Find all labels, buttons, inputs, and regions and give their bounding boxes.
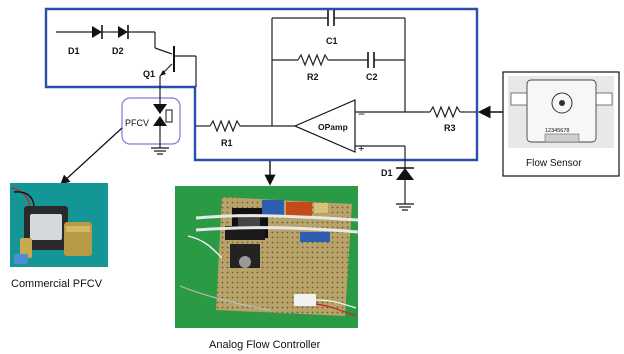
arrow-pfcv-to-photo	[60, 127, 123, 185]
opamp	[293, 99, 405, 153]
label-q1: Q1	[143, 69, 155, 79]
flow-sensor-panel	[502, 71, 620, 177]
pfcv-box	[121, 97, 181, 145]
transistor-q1	[154, 32, 196, 96]
resistor-r3	[405, 105, 476, 119]
label-minus: −	[358, 107, 365, 121]
diode-d1-bottom	[396, 146, 414, 211]
label-c2: C2	[366, 72, 378, 82]
label-d2: D2	[112, 46, 124, 56]
label-d1-bottom: D1	[381, 168, 393, 178]
label-plus: +	[358, 143, 364, 155]
caption-commercial-pfcv: Commercial PFCV	[11, 278, 103, 290]
resistor-r1	[196, 119, 295, 133]
diode-d1-top	[56, 25, 103, 39]
caption-analog-flow-controller: Analog Flow Controller	[209, 339, 321, 351]
pfcv-valve-symbol	[151, 96, 173, 155]
analog-flow-controller-photo	[175, 186, 359, 328]
commercial-pfcv-photo	[10, 183, 108, 267]
label-opamp: OPamp	[318, 122, 348, 132]
label-r3: R3	[444, 123, 456, 133]
label-r1: R1	[221, 138, 233, 148]
sensor-pin-numbers: 12345678	[545, 128, 569, 134]
blue-boundary	[44, 7, 479, 162]
label-c1: C1	[326, 36, 338, 46]
feedback-network	[271, 10, 406, 126]
caption-flow-sensor: Flow Sensor	[526, 158, 582, 169]
label-d1-top: D1	[68, 46, 80, 56]
diode-d2	[102, 25, 155, 39]
label-pfcv: PFCV	[125, 118, 149, 128]
label-r2: R2	[307, 72, 319, 82]
